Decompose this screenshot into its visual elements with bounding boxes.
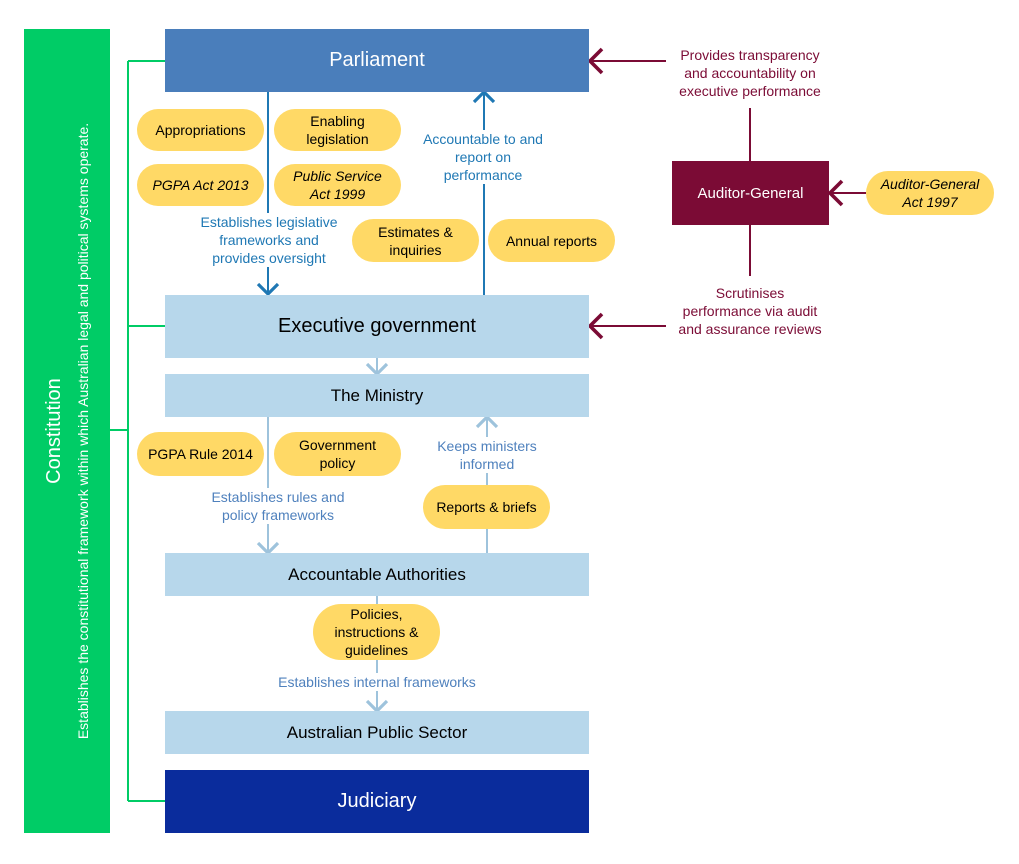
ministry-box: The Ministry: [165, 374, 589, 417]
constitution-bracket: [110, 60, 165, 802]
constitution-title: Constitution: [43, 378, 65, 484]
pill-pgpa-rule: PGPA Rule 2014: [137, 432, 264, 476]
label-establishes-legislative: Establishes legislative frameworks and p…: [186, 213, 352, 267]
pill-government-policy: Government policy: [274, 432, 401, 476]
pill-pgpa-act: PGPA Act 2013: [137, 164, 264, 206]
label-keeps-informed: Keeps ministers informed: [422, 437, 552, 473]
constitution-panel: Constitution Establishes the constitutio…: [24, 29, 110, 833]
public-sector-box: Australian Public Sector: [165, 711, 589, 754]
pill-annual-reports: Annual reports: [488, 219, 615, 262]
pill-policies-guidelines: Policies, instructions & guidelines: [313, 604, 440, 660]
label-transparency: Provides transparency and accountability…: [666, 46, 834, 100]
label-scrutinises: Scrutinises performance via audit and as…: [666, 284, 834, 338]
judiciary-box: Judiciary: [165, 770, 589, 833]
accountable-authorities-box: Accountable Authorities: [165, 553, 589, 596]
label-establishes-rules: Establishes rules and policy frameworks: [198, 488, 358, 524]
pill-estimates-inquiries: Estimates & inquiries: [352, 219, 479, 262]
parliament-box: Parliament: [165, 29, 589, 92]
auditor-general-box: Auditor-General: [672, 161, 829, 225]
label-internal-frameworks: Establishes internal frameworks: [258, 673, 496, 691]
pill-appropriations: Appropriations: [137, 109, 264, 151]
pill-reports-briefs: Reports & briefs: [423, 485, 550, 529]
pill-public-service-act: Public Service Act 1999: [274, 164, 401, 206]
pill-enabling-legislation: Enabling legislation: [274, 109, 401, 151]
pill-auditor-general-act: Auditor-General Act 1997: [866, 171, 994, 215]
constitution-subtitle: Establishes the constitutional framework…: [75, 122, 91, 740]
executive-government-box: Executive government: [165, 295, 589, 358]
label-accountable: Accountable to and report on performance: [406, 130, 560, 184]
